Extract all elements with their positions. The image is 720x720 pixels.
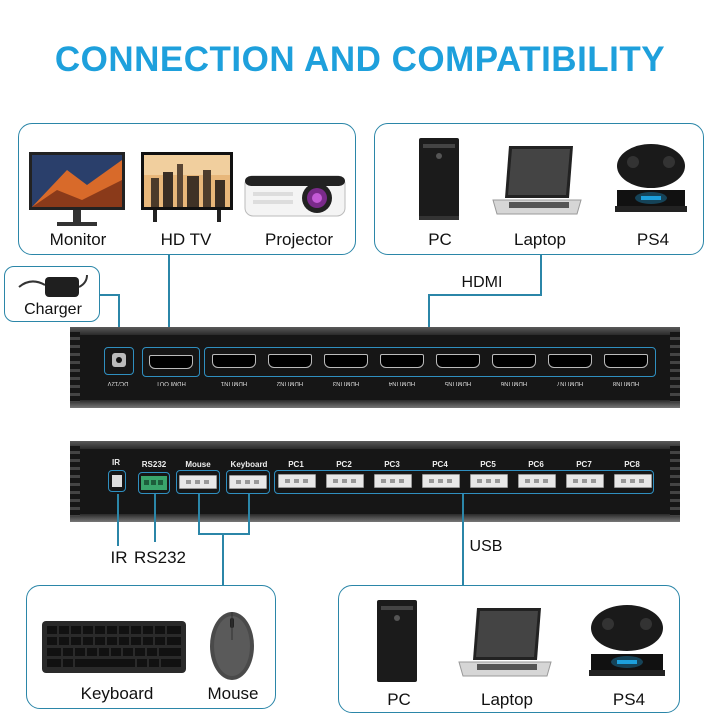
keyboard-usb-port[interactable] bbox=[229, 475, 267, 489]
pc1-port-label: PC1 bbox=[288, 460, 304, 469]
charger-line-h bbox=[100, 294, 120, 296]
usb-connector-label: USB bbox=[469, 538, 503, 555]
hdmi-out-label: HDMI OUT bbox=[156, 380, 186, 386]
hdmi-in1-port[interactable] bbox=[212, 354, 256, 368]
charger-line-v bbox=[118, 294, 120, 348]
hdmi-in1-label: HDMI IN1 bbox=[220, 380, 248, 386]
peripheral-line-down bbox=[222, 533, 224, 585]
hdmi-in8-label: HDMI IN8 bbox=[612, 380, 640, 386]
peripheral-label-keyboard: Keyboard bbox=[80, 684, 154, 703]
ir-port-label: IR bbox=[112, 458, 120, 467]
rs232-port[interactable] bbox=[138, 472, 170, 494]
hdmi-in3-label: HDMI IN3 bbox=[332, 380, 360, 386]
charger-label: Charger bbox=[24, 301, 82, 318]
source-bottom-label-ps4: PS4 bbox=[612, 690, 646, 709]
hdmi-switch-panel: DC/12V HDMI OUT HDMI IN1 HDMI IN2 HDMI I… bbox=[70, 327, 680, 408]
hdmi-in5-label: HDMI IN5 bbox=[444, 380, 472, 386]
dc-power-label: DC/12V bbox=[107, 380, 129, 386]
pc6-usb-port[interactable] bbox=[518, 474, 556, 488]
hdmi-in7-port[interactable] bbox=[548, 354, 592, 368]
peripheral-line-h bbox=[198, 533, 250, 535]
hdmi-in6-label: HDMI IN6 bbox=[500, 380, 528, 386]
pc8-port-label: PC8 bbox=[624, 460, 640, 469]
pc-usb-group bbox=[274, 470, 654, 494]
pc1-usb-port[interactable] bbox=[278, 474, 316, 488]
keyboard-port-label: Keyboard bbox=[230, 460, 268, 469]
display-label-monitor: Monitor bbox=[49, 230, 107, 249]
rs232-callout-line bbox=[154, 494, 156, 542]
pc7-port-label: PC7 bbox=[576, 460, 592, 469]
mouse-icon bbox=[210, 612, 254, 680]
rs232-port-label: RS232 bbox=[141, 460, 167, 469]
display-label-projector: Projector bbox=[264, 230, 334, 249]
display-label-tv: HD TV bbox=[160, 230, 212, 249]
pc6-port-label: PC6 bbox=[528, 460, 544, 469]
ir-port[interactable] bbox=[108, 470, 126, 492]
hdmi-in8-port[interactable] bbox=[604, 354, 648, 368]
rs232-callout-label: RS232 bbox=[134, 548, 186, 567]
pc-tower-icon bbox=[419, 138, 459, 220]
projector-icon bbox=[244, 175, 346, 217]
source-top-label-ps4: PS4 bbox=[636, 230, 670, 249]
charger-icon bbox=[18, 274, 88, 297]
hdmi-connector-line-h bbox=[428, 294, 542, 296]
mouse-port-group bbox=[176, 470, 220, 494]
hdmi-out-group bbox=[142, 347, 200, 377]
hdmi-connector-line-v1 bbox=[540, 255, 542, 295]
displays-box: Monitor HD TV Projector bbox=[18, 123, 356, 255]
hdmi-connector-label: HDMI bbox=[461, 274, 503, 291]
usb-switch-panel: IR RS232 Mouse Keyboard PC1 PC2 PC3 PC4 … bbox=[70, 441, 680, 522]
source-top-label-pc: PC bbox=[428, 230, 452, 249]
dc-power-port[interactable] bbox=[104, 347, 134, 375]
sources-bottom-box: PC Laptop PS4 bbox=[338, 585, 680, 713]
source-top-label-laptop: Laptop bbox=[514, 230, 566, 249]
page-title: CONNECTION AND COMPATIBILITY bbox=[54, 40, 666, 79]
ir-callout-line bbox=[117, 494, 119, 546]
hdmi-in4-port[interactable] bbox=[380, 354, 424, 368]
pc8-usb-port[interactable] bbox=[614, 474, 652, 488]
source-bottom-label-laptop: Laptop bbox=[481, 690, 533, 709]
keyboard-port-group bbox=[226, 470, 270, 494]
ir-callout-label: IR bbox=[110, 548, 128, 567]
pc4-usb-port[interactable] bbox=[422, 474, 460, 488]
peripherals-box: Keyboard Mouse bbox=[26, 585, 276, 709]
keyboard-icon bbox=[42, 621, 186, 673]
hdmi-in6-port[interactable] bbox=[492, 354, 536, 368]
source-bottom-label-pc: PC bbox=[387, 690, 411, 709]
monitor-icon bbox=[29, 152, 125, 226]
pc2-port-label: PC2 bbox=[336, 460, 352, 469]
hdmi-in-group bbox=[204, 347, 656, 377]
keyboard-line-v bbox=[248, 494, 250, 534]
hdmi-in2-port[interactable] bbox=[268, 354, 312, 368]
ps4-icon bbox=[615, 144, 687, 212]
mouse-line-v bbox=[198, 494, 200, 534]
sources-top-box: PC Laptop PS4 bbox=[374, 123, 704, 255]
laptop-bottom-icon bbox=[458, 608, 552, 677]
hdmi-out-port[interactable] bbox=[149, 355, 193, 369]
pc2-usb-port[interactable] bbox=[326, 474, 364, 488]
hdmi-in2-label: HDMI IN2 bbox=[276, 380, 304, 386]
pc4-port-label: PC4 bbox=[432, 460, 448, 469]
pc3-usb-port[interactable] bbox=[374, 474, 412, 488]
pc5-port-label: PC5 bbox=[480, 460, 496, 469]
ps4-bottom-icon bbox=[589, 605, 665, 676]
pc7-usb-port[interactable] bbox=[566, 474, 604, 488]
peripheral-label-mouse: Mouse bbox=[207, 684, 259, 703]
laptop-icon bbox=[492, 146, 582, 215]
charger-box: Charger bbox=[4, 266, 100, 322]
hdmi-in3-port[interactable] bbox=[324, 354, 368, 368]
hdmi-connector-line-v2 bbox=[428, 294, 430, 348]
display-connector-line bbox=[168, 255, 170, 348]
mouse-usb-port[interactable] bbox=[179, 475, 217, 489]
pc3-port-label: PC3 bbox=[384, 460, 400, 469]
tv-icon bbox=[141, 152, 233, 222]
usb-connector-line bbox=[462, 494, 464, 586]
pc5-usb-port[interactable] bbox=[470, 474, 508, 488]
hdmi-in5-port[interactable] bbox=[436, 354, 480, 368]
mouse-port-label: Mouse bbox=[185, 460, 211, 469]
hdmi-in7-label: HDMI IN7 bbox=[556, 380, 584, 386]
pc-tower-bottom-icon bbox=[377, 600, 417, 682]
hdmi-in4-label: HDMI IN4 bbox=[388, 380, 416, 386]
